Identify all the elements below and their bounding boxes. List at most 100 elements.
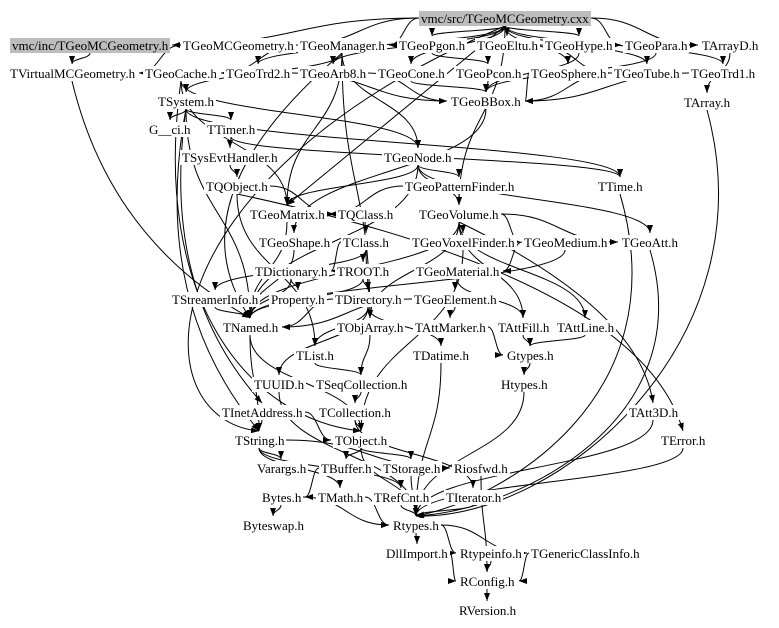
graph-node-rversion[interactable]: RVersion.h	[457, 603, 519, 618]
edge-tsystem-ttime	[185, 108, 623, 178]
graph-node-pgon[interactable]: TGeoPgon.h	[397, 38, 468, 53]
graph-node-voxel[interactable]: TGeoVoxelFinder.h	[410, 235, 517, 250]
edge-cxx-hype	[504, 25, 582, 37]
graph-node-sphere[interactable]: TGeoSphere.h	[529, 66, 609, 81]
edge-tclass-dict	[330, 241, 342, 274]
graph-node-property[interactable]: Property.h	[269, 292, 327, 307]
edge-tlist-seqcoll	[314, 362, 364, 376]
edge-inet-tobject	[304, 411, 332, 443]
graph-node-rconfig[interactable]: RConfig.h	[458, 574, 517, 589]
edge-element-attmarker	[447, 306, 456, 319]
graph-node-tclass[interactable]: TClass.h	[341, 235, 391, 250]
graph-node-trefcnt[interactable]: TRefCnt.h	[372, 490, 432, 505]
graph-node-rtypeinfo[interactable]: Rtypeinfo.h	[458, 546, 524, 561]
edge-seqcoll-coll	[352, 391, 362, 404]
edge-tobject-tstorage	[360, 447, 414, 460]
graph-node-att3d[interactable]: TAtt3D.h	[627, 405, 681, 420]
graph-node-cone[interactable]: TGeoCone.h	[376, 66, 447, 81]
graph-node-volume[interactable]: TGeoVolume.h	[417, 207, 501, 222]
graph-node-troot[interactable]: TROOT.h	[335, 264, 392, 279]
graph-node-sysevt[interactable]: TSysEvtHandler.h	[180, 150, 280, 165]
edge-dict-property	[290, 278, 301, 291]
graph-node-tstring[interactable]: TString.h	[233, 433, 287, 448]
graph-node-tsystem[interactable]: TSystem.h	[156, 94, 216, 109]
graph-node-tstorage[interactable]: TStorage.h	[381, 461, 443, 476]
graph-node-arrayd[interactable]: TArrayD.h	[700, 38, 761, 53]
graph-node-medium[interactable]: TGeoMedium.h	[522, 235, 610, 250]
graph-node-terror[interactable]: TError.h	[659, 433, 708, 448]
graph-node-uuid[interactable]: TUUID.h	[252, 377, 307, 392]
edge-cxx-para	[590, 17, 622, 48]
edge-inch-virtualmc	[69, 52, 91, 65]
graph-node-varargs[interactable]: Varargs.h	[255, 461, 309, 476]
graph-node-attline[interactable]: TAttLine.h	[555, 320, 617, 335]
graph-node-virtualmc[interactable]: TVirtualMCGeometry.h	[8, 66, 138, 81]
graph-node-ttime[interactable]: TTime.h	[596, 179, 645, 194]
graph-node-mcgeo_h[interactable]: TGeoMCGeometry.h	[181, 38, 296, 53]
graph-node-titerator[interactable]: TIterator.h	[444, 490, 504, 505]
edge-attfill-gtypes	[522, 334, 533, 347]
graph-node-directory[interactable]: TDirectory.h	[333, 292, 404, 307]
edge-cxx-tstring	[187, 25, 506, 434]
graph-node-element[interactable]: TGeoElement.h	[412, 292, 499, 307]
graph-node-shape[interactable]: TGeoShape.h	[257, 235, 333, 250]
graph-node-inet[interactable]: TInetAddress.h	[220, 405, 305, 420]
edge-tstring-varargs	[258, 447, 284, 460]
graph-node-dllimport[interactable]: DllImport.h	[384, 546, 450, 561]
edge-coll-titerator	[354, 419, 476, 489]
graph-node-para[interactable]: TGeoPara.h	[623, 38, 690, 53]
graph-node-patfinder[interactable]: TGeoPatternFinder.h	[403, 179, 517, 194]
edge-cache-node	[180, 80, 421, 149]
edge-tbuffer-bytes	[304, 467, 320, 500]
graph-node-cxx[interactable]: vmc/src/TGeoMCGeometry.cxx	[419, 11, 591, 26]
graph-node-genclass[interactable]: TGenericClassInfo.h	[529, 546, 642, 561]
graph-node-att[interactable]: TGeoAtt.h	[620, 235, 680, 250]
graph-node-named[interactable]: TNamed.h	[221, 320, 281, 335]
edge-tmath-rtypes	[364, 496, 390, 528]
graph-node-riosfwd[interactable]: Riosfwd.h	[452, 461, 510, 476]
graph-node-trd2[interactable]: TGeoTrd2.h	[224, 66, 293, 81]
graph-node-eltu[interactable]: TGeoEltu.h	[475, 38, 541, 53]
graph-node-material[interactable]: TGeoMaterial.h	[414, 264, 502, 279]
graph-node-tube[interactable]: TGeoTube.h	[612, 66, 682, 81]
graph-node-datime[interactable]: TDatime.h	[411, 348, 471, 363]
edge-attline-gtypes	[527, 334, 586, 347]
graph-node-trd1[interactable]: TGeoTrd1.h	[689, 66, 758, 81]
graph-node-ttimer[interactable]: TTimer.h	[205, 122, 258, 137]
graph-node-bbox[interactable]: TGeoBBox.h	[449, 94, 523, 109]
graph-node-matrix[interactable]: TGeoMatrix.h	[248, 207, 327, 222]
graph-node-cache[interactable]: TGeoCache.h	[143, 66, 219, 81]
graph-node-node[interactable]: TGeoNode.h	[382, 150, 454, 165]
graph-node-tobject[interactable]: TObject.h	[333, 433, 390, 448]
graph-node-attmarker[interactable]: TAttMarker.h	[413, 320, 488, 335]
graph-node-coll[interactable]: TCollection.h	[317, 405, 393, 420]
graph-node-manager[interactable]: TGeoManager.h	[298, 38, 387, 53]
edge-cone-bbox	[410, 80, 489, 93]
graph-node-htypes[interactable]: Htypes.h	[499, 377, 550, 392]
graph-node-seqcoll[interactable]: TSeqCollection.h	[314, 377, 410, 392]
edge-dllimport-rconfig	[447, 552, 457, 584]
edge-trefcnt-rtypes	[400, 504, 419, 517]
graph-node-bytes[interactable]: Bytes.h	[260, 490, 304, 505]
graph-node-objarray[interactable]: TObjArray.h	[335, 320, 406, 335]
graph-node-tqclass[interactable]: TQClass.h	[336, 207, 396, 222]
graph-node-tarray[interactable]: TArray.h	[682, 95, 733, 110]
graph-node-inch[interactable]: vmc/inc/TGeoMCGeometry.h	[10, 38, 171, 53]
graph-node-tmath[interactable]: TMath.h	[316, 490, 366, 505]
graph-node-attfill[interactable]: TAttFill.h	[496, 320, 552, 335]
edge-volume-medium	[500, 213, 521, 245]
graph-node-streamer[interactable]: TStreamerInfo.h	[170, 292, 261, 307]
graph-node-byteswap[interactable]: Byteswap.h	[241, 518, 307, 533]
graph-node-gtypes[interactable]: Gtypes.h	[505, 348, 556, 363]
graph-node-gci[interactable]: G__ci.h	[147, 122, 193, 137]
graph-node-dict[interactable]: TDictionary.h	[253, 264, 330, 279]
graph-node-pcon[interactable]: TGeoPcon.h	[454, 66, 524, 81]
graph-node-tbuffer[interactable]: TBuffer.h	[319, 461, 374, 476]
graph-node-rtypes[interactable]: Rtypes.h	[391, 518, 441, 533]
graph-node-arb8[interactable]: TGeoArb8.h	[298, 66, 369, 81]
edge-inet-tstring	[256, 419, 263, 432]
graph-node-tlist[interactable]: TList.h	[294, 348, 336, 363]
graph-node-hype[interactable]: TGeoHype.h	[543, 38, 615, 53]
graph-node-tqobject[interactable]: TQObject.h	[204, 179, 270, 194]
